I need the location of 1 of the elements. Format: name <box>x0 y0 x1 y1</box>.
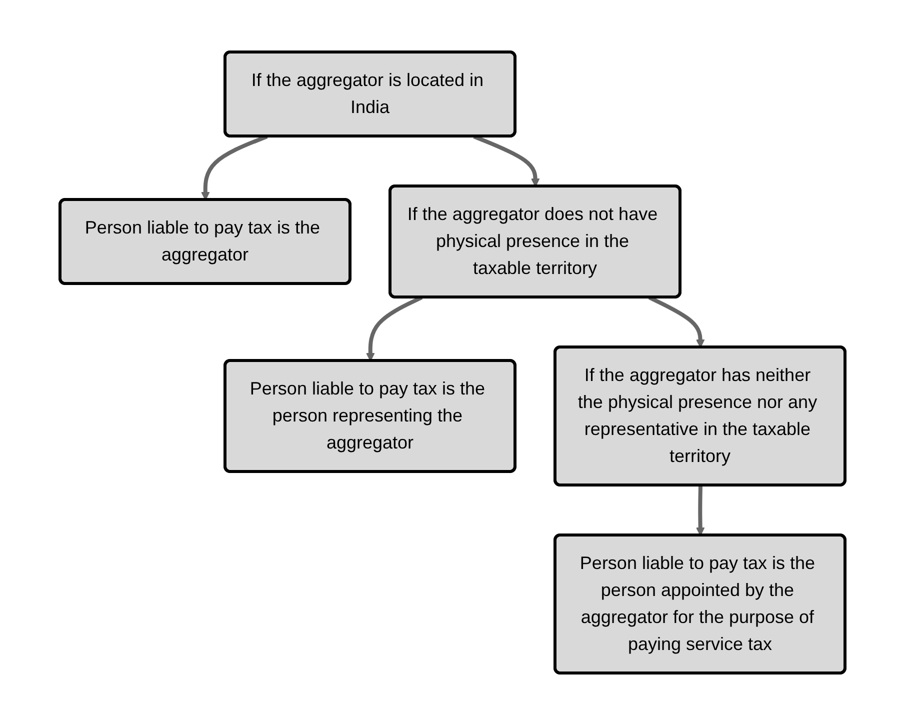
arrow <box>696 484 705 536</box>
